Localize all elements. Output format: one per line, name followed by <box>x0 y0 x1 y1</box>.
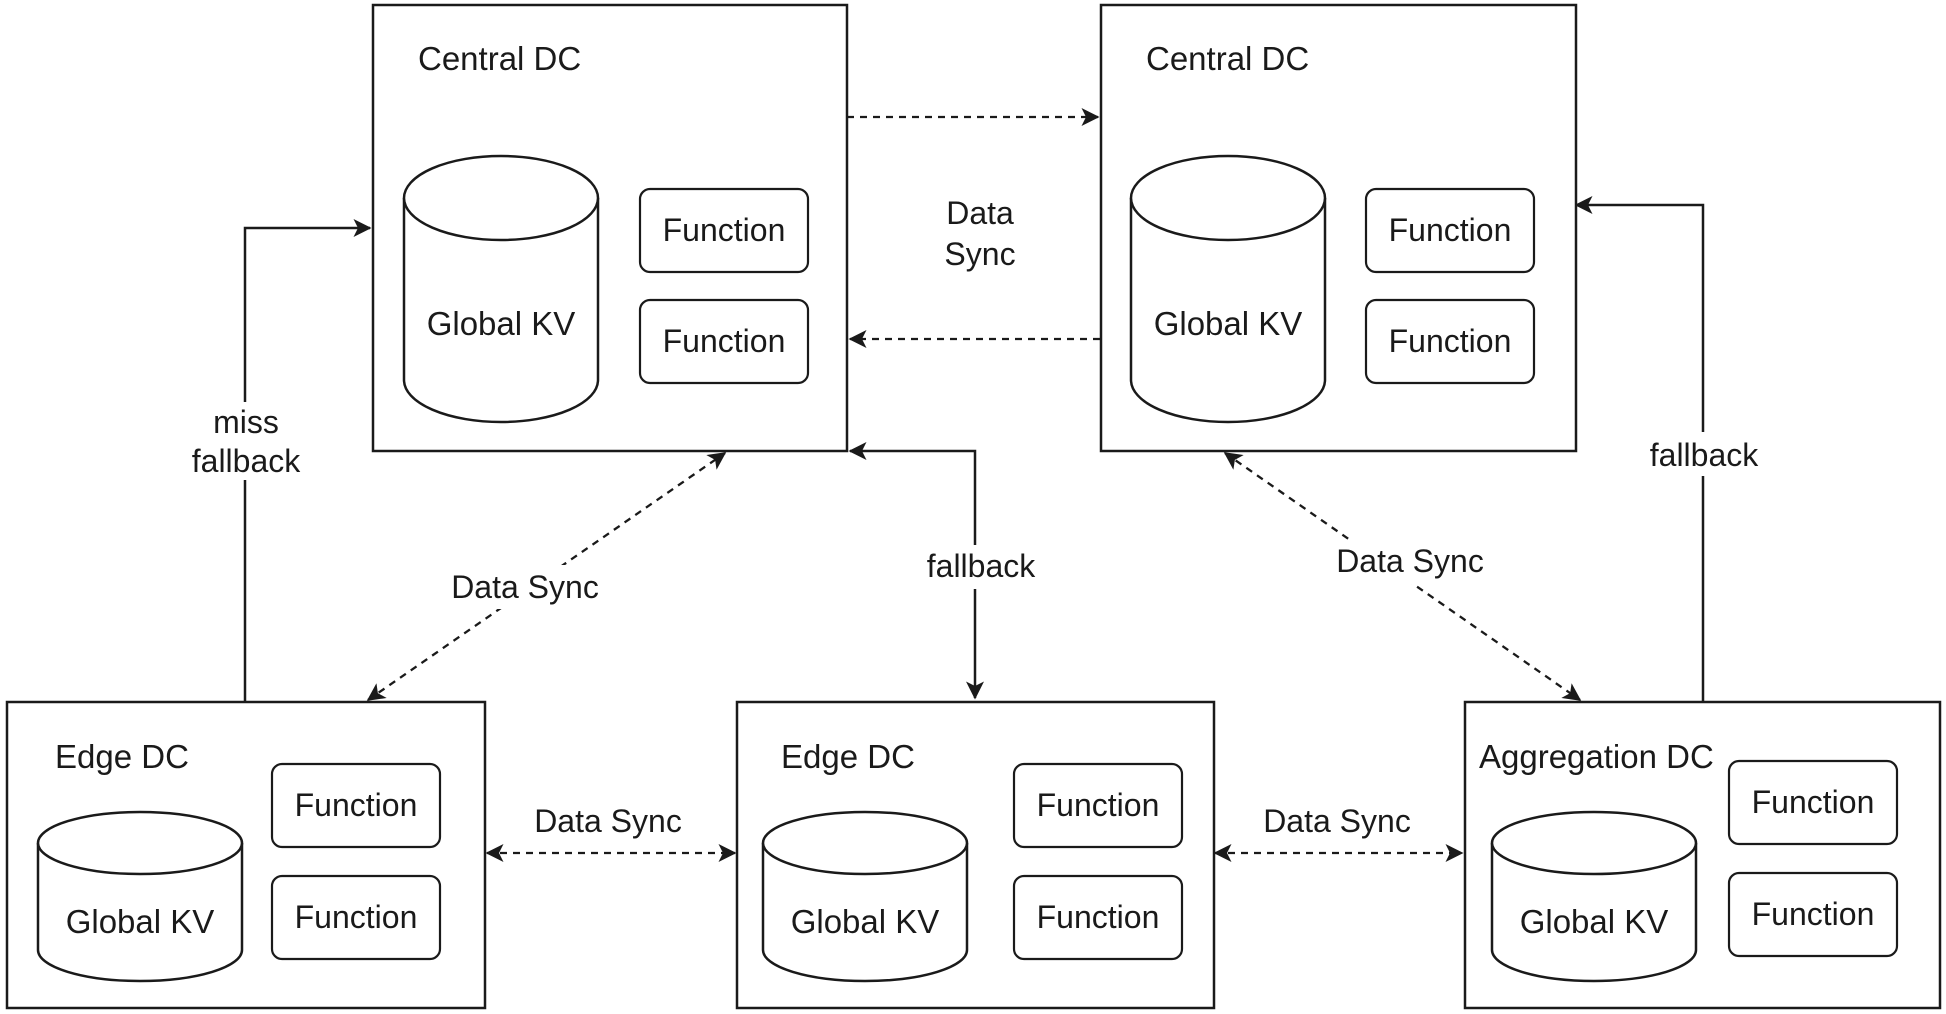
global-kv-cylinder: Global KV <box>761 810 969 983</box>
function-label: Function <box>1752 896 1875 932</box>
edge-middle-fallback-label-bg <box>920 545 1032 589</box>
function-box: Function <box>1012 762 1184 849</box>
edge-dc-left-title: Edge DC <box>55 738 189 775</box>
central-dc-left-title: Central DC <box>418 40 581 77</box>
miss-fallback-label-line2: fallback <box>192 443 302 479</box>
function-box: Function <box>1727 871 1899 958</box>
global-kv-cylinder: Global KV <box>1129 154 1327 424</box>
edge-middle-fallback-label: fallback <box>927 548 1037 584</box>
global-kv-label: Global KV <box>427 305 576 342</box>
central-sync-label-line1: Data <box>946 195 1014 231</box>
central-dc-right: Central DC Global KV Function Function <box>1099 3 1578 453</box>
global-kv-cylinder: Global KV <box>402 154 600 424</box>
function-box: Function <box>270 762 442 849</box>
miss-fallback-label-bg <box>185 402 305 480</box>
edge-dc-middle: Edge DC Global KV Function Function <box>735 700 1216 1010</box>
global-kv-cylinder: Global KV <box>1490 810 1698 983</box>
edge-left-middle-sync-label: Data Sync <box>534 803 682 839</box>
aggregation-fallback-arrow <box>1574 196 1705 702</box>
function-box: Function <box>1012 874 1184 961</box>
global-kv-label: Global KV <box>1520 903 1669 940</box>
edge-dc-left: Edge DC Global KV Function Function <box>5 700 487 1010</box>
function-label: Function <box>1752 784 1875 820</box>
function-label: Function <box>663 323 786 359</box>
function-box: Function <box>1364 187 1536 274</box>
function-box: Function <box>638 187 810 274</box>
function-box: Function <box>1364 298 1536 385</box>
aggregation-dc-title: Aggregation DC <box>1479 738 1714 775</box>
central-dc-right-title: Central DC <box>1146 40 1309 77</box>
function-label: Function <box>1389 323 1512 359</box>
function-label: Function <box>295 899 418 935</box>
function-label: Function <box>1037 787 1160 823</box>
edge-dc-middle-title: Edge DC <box>781 738 915 775</box>
central-dc-left: Central DC Global KV Function Function <box>371 3 849 453</box>
function-label: Function <box>1037 899 1160 935</box>
central-right-aggregation-sync-label-bg <box>1325 540 1495 584</box>
miss-fallback-arrow <box>243 219 372 702</box>
central-right-aggregation-sync-label: Data Sync <box>1336 543 1484 579</box>
edge-left-central-sync-label: Data Sync <box>451 569 599 605</box>
function-label: Function <box>1389 212 1512 248</box>
function-box: Function <box>1727 759 1899 846</box>
global-kv-label: Global KV <box>66 903 215 940</box>
edge-left-central-sync-label-bg <box>440 565 610 609</box>
global-kv-cylinder: Global KV <box>36 810 244 983</box>
function-label: Function <box>295 787 418 823</box>
aggregation-dc: Aggregation DC Global KV Function Functi… <box>1463 700 1942 1010</box>
aggregation-fallback-label-bg <box>1643 432 1763 476</box>
function-box: Function <box>270 874 442 961</box>
global-kv-label: Global KV <box>791 903 940 940</box>
miss-fallback-label-line1: miss <box>213 404 279 440</box>
function-label: Function <box>663 212 786 248</box>
edge-middle-aggregation-sync-label: Data Sync <box>1263 803 1411 839</box>
central-sync-label-line2: Sync <box>944 236 1015 272</box>
function-box: Function <box>638 298 810 385</box>
aggregation-fallback-label: fallback <box>1650 437 1760 473</box>
global-kv-label: Global KV <box>1154 305 1303 342</box>
edge-middle-fallback-arrow <box>848 442 984 700</box>
